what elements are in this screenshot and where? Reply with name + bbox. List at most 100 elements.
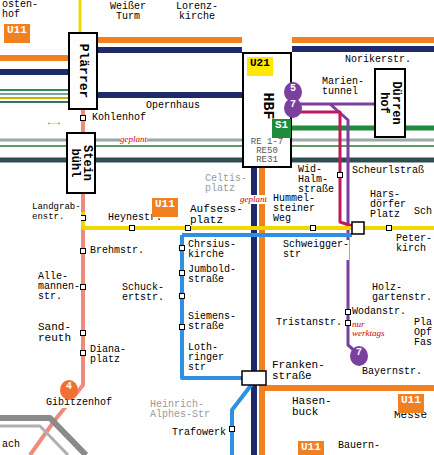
stop-mark [81,116,86,121]
rail-line [0,418,86,455]
station-name: Lorenz- kirche [176,2,218,22]
station-name: U21 [250,57,270,70]
direction-arrow: ←→ [48,118,60,128]
station-name: Sch [414,207,432,217]
tram-line [0,97,68,99]
stop-mark [338,173,343,178]
line-badge: U11 [298,441,324,455]
s-bahn-line [292,126,434,131]
stop-mark [81,331,86,336]
station-name: Stein bühl [69,145,93,181]
station-box: Plärrer [68,32,98,110]
junction-symbol [352,222,364,234]
station-name: Norikerstr. [345,55,411,65]
stop-mark [81,285,86,290]
stop-mark [387,226,392,231]
stop-mark [180,325,185,330]
u1-line [0,40,434,455]
station-name: Hummel- steiner Weg [273,194,315,224]
station-name: Schweigger- str [283,240,349,260]
station-name: Siemens- straße [188,312,236,332]
station-name: Wodanstr. [352,307,406,317]
stop-mark [346,321,351,326]
tram-line [0,89,68,91]
station-name: Loth- ringer str [188,343,230,373]
station-name: Sand- reuth [38,322,78,344]
line-number-circle: 4 [60,380,78,400]
line-badge: U11 [152,198,178,217]
tram-line [0,93,68,95]
station-name: Weißer Turm [110,2,146,22]
station-name: Landgrab- enstr. [32,202,81,222]
line-badge: U21 [247,57,273,76]
station-name: Hasen- buck [292,396,332,418]
stop-mark [180,271,185,276]
station-name: Aufsess- platz [190,204,243,226]
stop-mark [230,427,235,432]
station-name: 5 [284,82,302,96]
stop-mark [81,351,86,356]
station-name: Opernhaus [146,101,200,111]
station-symbol [242,371,266,385]
station-box: Dürren hof [374,68,406,138]
station-name: Marien- tunnel [322,77,364,97]
station-name: Franken- straße [272,360,325,382]
stop-mark [346,310,351,315]
line-badge: U11 [398,394,424,413]
station-name: Trafowerk [172,428,226,438]
station-box: Stein bühl [66,132,96,194]
station-name: Kohlenhof [92,113,146,123]
stop-mark [311,226,316,231]
station-name: Alle- mannen- str. [38,272,80,302]
station-name: Schuck- ertstr. [122,283,170,303]
line-number-circle: 7 [350,346,368,366]
rail-line [0,426,68,455]
tram-line [0,101,68,103]
station-name: Scheurlstraß [352,166,424,176]
tram-line [182,235,352,455]
station-name: Chrsius- kirche [188,240,236,260]
station-name: Jumbold- straße [188,265,236,285]
station-name: 4 [60,380,78,394]
station-name: U11 [301,441,321,454]
station-name: Plärrer [77,44,90,99]
station-name: Bayernstr. [362,367,422,377]
station-name: Diana- platz [90,345,126,365]
stop-mark [186,226,191,231]
station-name: Brehmstr. [90,246,144,256]
line-number-circle: 7 [284,98,302,118]
stop-mark [130,226,135,231]
station-name: Hars- dörfer Platz [370,190,406,220]
stop-mark [81,249,86,254]
station-name: Tristanstr. [276,318,342,328]
station-name: Wid- Halm- straße [298,165,334,195]
station-name: 7 [284,98,302,112]
planned-station: Celtis- platz [205,174,247,194]
u-bahn-line [0,49,434,455]
stop-mark [180,246,185,251]
station-name: Bauern- [338,441,380,451]
line-badge: S1 [272,119,291,138]
station-name: osten- hof [2,0,38,20]
station-name: U11 [7,24,27,37]
station-name: Gibitzenhof [46,398,112,408]
planned-note: geplant [120,135,147,144]
station-name: Holz- gartenstr. [372,283,432,303]
planned-note: geplant [240,195,267,204]
station-name: U11 [155,198,175,211]
train-lines: RE 1-7 RE50 RE31 [251,138,283,165]
station-name: Peter- kirch [396,234,432,254]
station-name: U11 [401,394,421,407]
planned-note: nur werktags [352,320,384,338]
station-name: 7 [350,346,368,360]
tram-line [79,0,82,32]
stop-mark [180,294,185,299]
station-name: S1 [275,119,288,132]
station-name: HBF [260,92,275,119]
station-name: ach [2,440,20,450]
stop-mark [81,216,86,221]
planned-station: Heinrich- Alphes-Str [150,400,210,420]
station-name: Pla Opf Fas [414,318,432,348]
line-badge: U11 [4,24,30,43]
